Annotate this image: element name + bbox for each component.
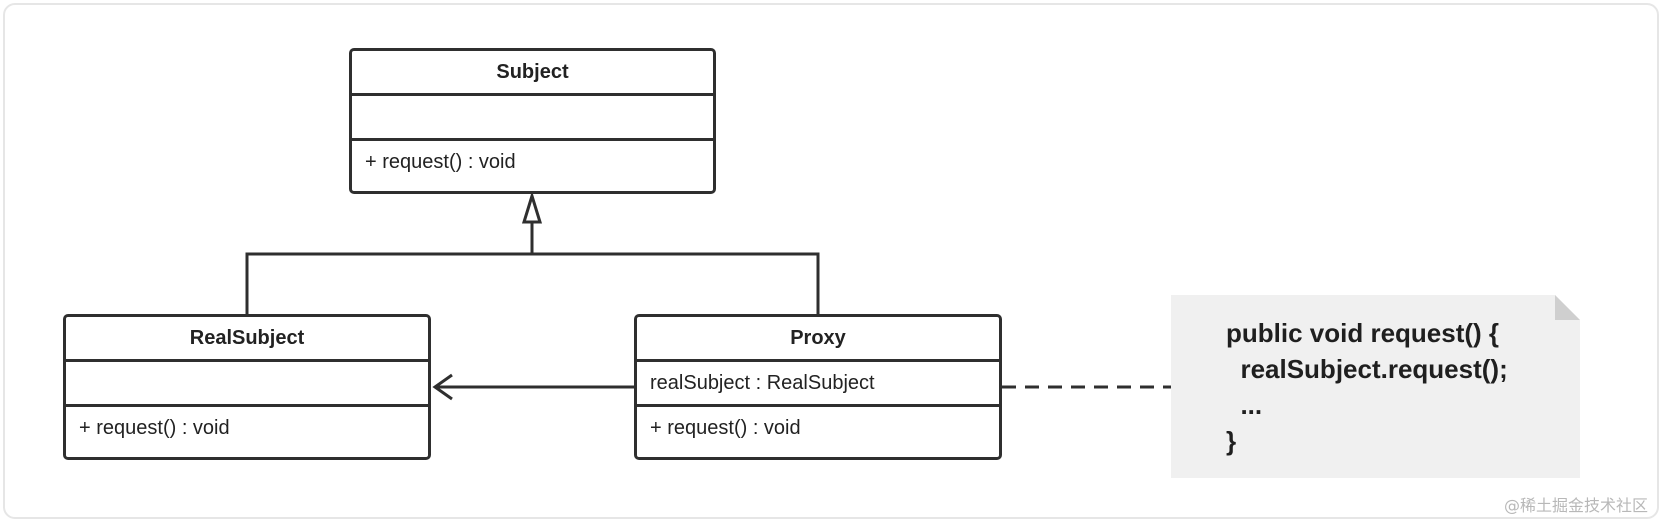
watermark: @稀土掘金技术社区 xyxy=(1503,496,1648,515)
code-note[interactable] xyxy=(1171,295,1580,478)
class-operations: + request() : void xyxy=(650,416,801,439)
class-name: Proxy xyxy=(637,317,999,362)
class-name: RealSubject xyxy=(66,317,428,362)
class-attributes xyxy=(352,96,713,141)
class-realsubject[interactable]: RealSubject + request() : void xyxy=(63,314,431,460)
class-name: Subject xyxy=(352,51,713,96)
class-attributes xyxy=(66,362,428,407)
class-operations: + request() : void xyxy=(365,150,516,173)
class-operations: + request() : void xyxy=(79,416,230,439)
class-subject[interactable]: Subject + request() : void xyxy=(349,48,716,194)
class-attributes: realSubject : RealSubject xyxy=(637,362,999,407)
note-code-text: public void request() { realSubject.requ… xyxy=(1226,318,1508,456)
class-proxy[interactable]: Proxy realSubject : RealSubject + reques… xyxy=(634,314,1002,460)
